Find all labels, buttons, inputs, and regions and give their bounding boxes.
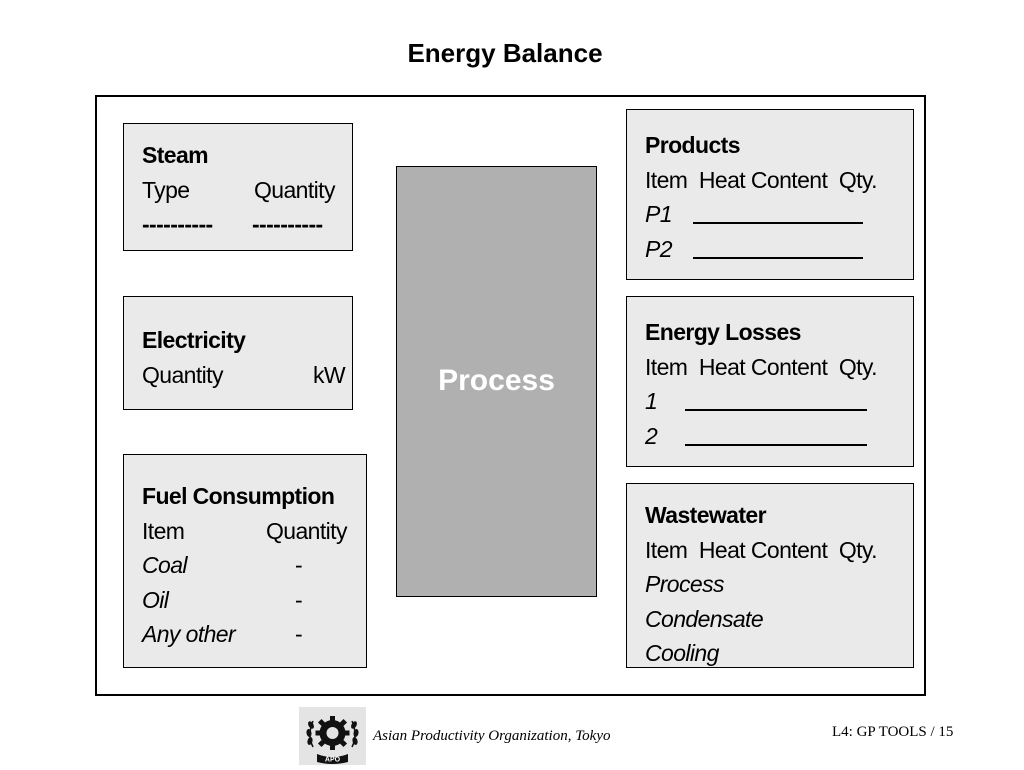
electricity-header: Electricity: [142, 327, 246, 353]
steam-box: Steam Type Quantity ---------- ---------…: [123, 123, 353, 251]
losses-blank-line: [685, 443, 867, 446]
products-row: P2: [645, 232, 913, 267]
losses-columns: Item Heat Content Qty.: [645, 353, 877, 380]
losses-blank-line: [685, 409, 867, 411]
products-box: Products Item Heat Content Qty. P1 P2: [626, 109, 914, 280]
energy-losses-box: Energy Losses Item Heat Content Qty. 1 2: [626, 296, 914, 467]
steam-header: Steam: [142, 142, 209, 168]
fuel-item-value: -: [295, 586, 303, 613]
slide-title: Energy Balance: [407, 38, 603, 68]
fuel-header: Fuel Consumption: [142, 483, 335, 509]
fuel-consumption-box: Fuel Consumption Item Quantity Coal - Oi…: [123, 454, 367, 668]
wastewater-header: Wastewater: [645, 502, 767, 528]
fuel-item-value: -: [295, 621, 303, 647]
wastewater-item: Condensate: [645, 605, 764, 632]
losses-header: Energy Losses: [645, 319, 801, 345]
footer-organization: Asian Productivity Organization, Tokyo: [373, 728, 611, 744]
products-header: Products: [645, 132, 740, 158]
losses-item: 1: [645, 388, 658, 414]
electricity-quantity-label: Quantity: [142, 361, 223, 388]
fuel-item-name: Coal: [142, 552, 188, 578]
products-blank-line: [693, 256, 863, 259]
diagram-frame: [95, 95, 926, 696]
wastewater-columns: Item Heat Content Qty.: [645, 536, 877, 563]
fuel-item-name: Any other: [142, 621, 236, 647]
wastewater-item: Process: [645, 571, 724, 597]
steam-quantity-label: Quantity: [254, 176, 335, 203]
products-item: P2: [645, 235, 673, 262]
wastewater-item: Cooling: [645, 640, 719, 666]
products-item: P1: [645, 201, 673, 227]
fuel-row: Any other -: [142, 617, 366, 652]
steam-type-label: Type: [142, 176, 190, 203]
apo-gear-icon: APO: [306, 716, 359, 764]
products-columns: Item Heat Content Qty.: [645, 166, 877, 193]
fuel-quantity-label: Quantity: [266, 517, 347, 544]
electricity-box: Electricity Quantity kW: [123, 296, 353, 410]
electricity-unit: kW: [313, 361, 346, 388]
fuel-item-name: Oil: [142, 586, 169, 613]
losses-row: 2: [645, 419, 913, 454]
fuel-row: Coal -: [142, 548, 366, 583]
apo-logo-text: APO: [325, 757, 341, 764]
footer-page-number: L4: GP TOOLS / 15: [832, 724, 954, 740]
fuel-item-label: Item: [142, 517, 185, 544]
products-row: P1: [645, 197, 913, 232]
process-label: Process: [438, 364, 555, 397]
products-blank-line: [693, 222, 863, 224]
apo-logo: APO: [299, 707, 366, 765]
steam-quantity-dash: ----------: [252, 211, 323, 237]
wastewater-box: Wastewater Item Heat Content Qty. Proces…: [626, 483, 914, 668]
losses-item: 2: [645, 422, 658, 449]
losses-row: 1: [645, 384, 913, 419]
process-block: Process: [396, 166, 597, 597]
fuel-item-value: -: [295, 552, 303, 578]
steam-type-dash: ----------: [142, 211, 213, 237]
fuel-row: Oil -: [142, 583, 366, 618]
